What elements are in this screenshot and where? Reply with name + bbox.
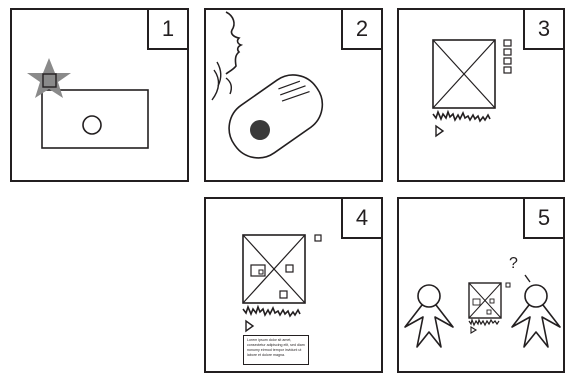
sound-wave-icon (225, 77, 233, 95)
panel-number: 1 (147, 8, 189, 50)
panel-1: 1 (10, 8, 189, 182)
region-square-icon (250, 264, 266, 277)
panel-3-drawing (432, 39, 512, 138)
thumbnail-square-icon (503, 57, 512, 65)
panel-3: 3 (397, 8, 565, 182)
panel-2: 2 (204, 8, 383, 182)
play-icon (245, 319, 255, 333)
region-square-icon (258, 269, 264, 275)
target-circle (82, 115, 102, 135)
image-placeholder-icon (468, 282, 502, 319)
thumbnail-square-icon (314, 234, 322, 242)
panel-number: 5 (523, 197, 565, 239)
panel-number: 4 (341, 197, 383, 239)
region-square-icon (279, 290, 288, 299)
caption-textbox: Lorem ipsum dolor sit amet, consectetur … (243, 335, 309, 365)
thumbnail-square-icon (503, 48, 512, 56)
mouse-device-icon (228, 74, 324, 159)
image-placeholder-icon (432, 39, 496, 109)
face-profile-icon (225, 11, 244, 75)
audio-waveform-icon (468, 318, 500, 327)
panel-5: ? 5 (397, 197, 565, 373)
thumbnail-square-icon (503, 66, 512, 74)
person-icon (404, 284, 454, 348)
person-icon (511, 284, 561, 348)
audio-waveform-icon (432, 109, 491, 123)
image-placeholder-icon (242, 234, 306, 304)
mouse-button-icon (250, 120, 270, 140)
question-mark: ? (509, 255, 518, 272)
panel-1-drawing (27, 58, 149, 149)
thumbnail-square-icon (503, 39, 512, 47)
panel-5-drawing (404, 274, 561, 348)
play-icon (470, 326, 478, 334)
star-icon (27, 58, 71, 98)
audio-waveform-icon (242, 304, 301, 318)
panel-2-drawing (211, 11, 324, 159)
gaze-line (524, 274, 531, 283)
thumbnail-square-icon (505, 282, 511, 288)
cursor-square-icon (42, 73, 57, 88)
panel-number: 2 (341, 8, 383, 50)
sound-wave-icon (211, 69, 220, 101)
screen-rectangle (41, 89, 149, 149)
play-icon (435, 124, 445, 138)
panel-number: 3 (523, 8, 565, 50)
panel-4: Lorem ipsum dolor sit amet, consectetur … (204, 197, 383, 373)
panel-4-drawing (242, 234, 322, 333)
region-square-icon (285, 264, 294, 273)
